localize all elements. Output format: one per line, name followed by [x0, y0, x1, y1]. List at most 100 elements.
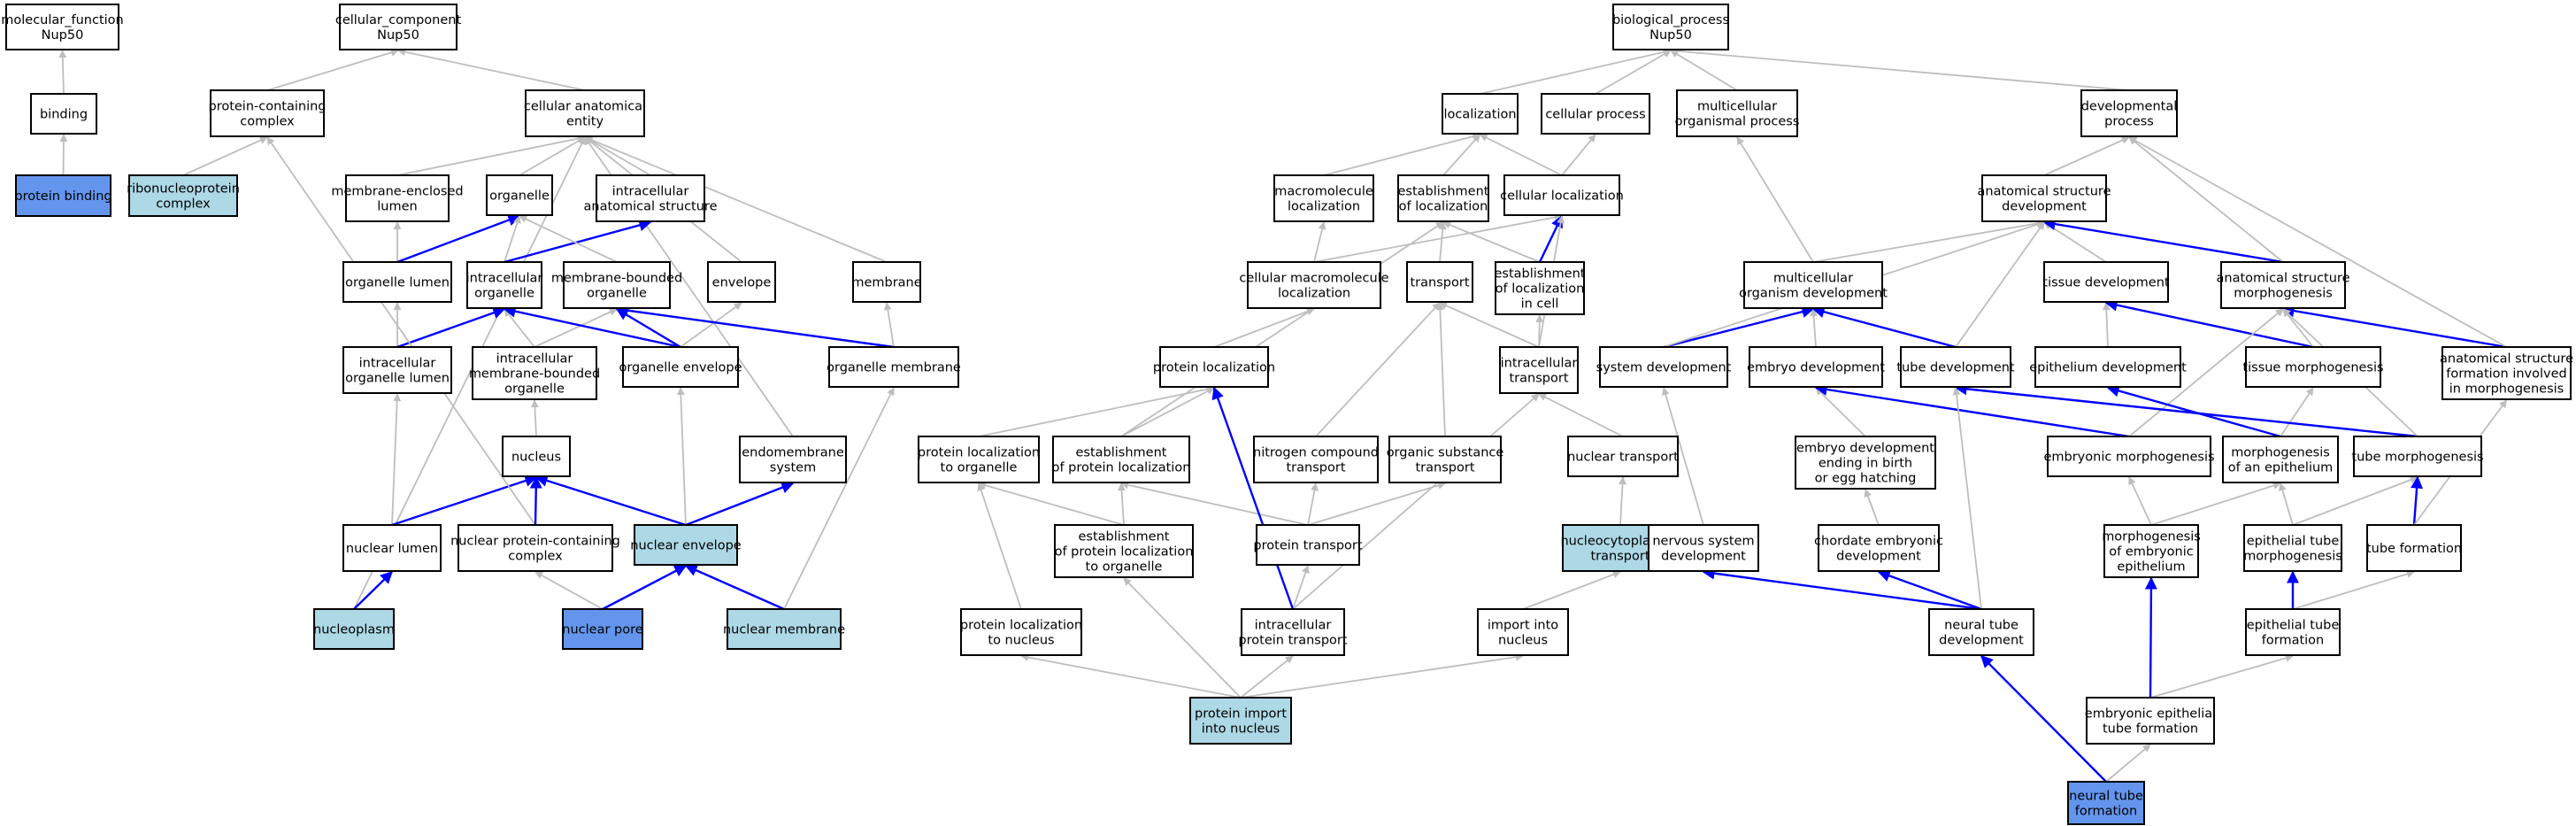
node-system-development[interactable]: system development	[1596, 346, 1732, 388]
edge-mel-to-cae	[396, 135, 586, 176]
node-organelle-lumen[interactable]: organelle lumen	[342, 261, 452, 303]
node-protein-localization[interactable]: protein localization	[1153, 346, 1275, 388]
node-nuclear-pore[interactable]: nuclear pore	[562, 608, 643, 650]
node-envelope[interactable]: envelope	[707, 261, 776, 303]
node-tissue-morphogenesis[interactable]: tissue morphogenesis	[2242, 346, 2384, 388]
node-nuclear-lumen[interactable]: nuclear lumen	[342, 524, 442, 572]
node-tube-development[interactable]: tube development	[1896, 346, 2015, 388]
edge-nmem-to-omem	[783, 387, 895, 610]
node-binding[interactable]: binding	[30, 93, 97, 135]
node-label: organelle lumen	[345, 276, 450, 290]
node-embryo-development[interactable]: embryo development	[1747, 346, 1885, 388]
node-organelle-membrane[interactable]: organelle membrane	[827, 346, 961, 388]
node-tissue-development[interactable]: tissue development	[2042, 261, 2170, 303]
node-label: cellular_component	[335, 13, 462, 27]
node-cellular-localization[interactable]: cellular localization	[1500, 174, 1624, 216]
node-label: membrane-bounded	[469, 367, 600, 382]
node-label: tube formation	[2366, 542, 2462, 556]
node-box	[2047, 436, 2211, 477]
node-organelle[interactable]: organelle	[486, 174, 553, 216]
node-cellular-process[interactable]: cellular process	[1541, 93, 1650, 135]
node-box	[2243, 524, 2342, 572]
edge-ced-to-edbirth	[1864, 489, 1880, 526]
node-protein-binding[interactable]: protein binding	[14, 174, 112, 217]
node-membrane[interactable]: membrane	[851, 261, 922, 303]
edge-ptrans-to-ost	[1307, 482, 1446, 526]
node-embryonic-morphogenesis[interactable]: embryonic morphogenesis	[2043, 436, 2215, 477]
node-nuclear-envelope[interactable]: nuclear envelope	[630, 524, 742, 566]
edge-eetf-to-moee	[2144, 576, 2157, 699]
node-label: membrane-bounded	[551, 272, 682, 286]
node-label: of localization	[1399, 200, 1488, 214]
node-box	[596, 174, 705, 222]
node-nuclear-transport[interactable]: nuclear transport	[1567, 436, 1679, 477]
node-nucleoplasm[interactable]: nucleoplasm	[313, 608, 395, 650]
node-box	[2103, 524, 2199, 578]
node-nuclear-membrane[interactable]: nuclear membrane	[723, 608, 845, 650]
node-box	[563, 261, 671, 309]
node-nucleus[interactable]: nucleus	[502, 436, 571, 477]
edge-layer	[58, 47, 2508, 783]
node-epithelium-development[interactable]: epithelium development	[2029, 346, 2187, 388]
node-protein-transport[interactable]: protein transport	[1253, 524, 1363, 566]
edge-pin-to-iin	[1240, 652, 1524, 699]
node-box	[562, 608, 643, 650]
node-box	[1541, 93, 1650, 135]
edge-asm-to-asd	[2042, 218, 2284, 264]
node-tube-formation[interactable]: tube formation	[2366, 524, 2462, 572]
node-organelle-envelope[interactable]: organelle envelope	[619, 346, 742, 388]
node-localization[interactable]: localization	[1442, 93, 1519, 135]
node-label: cellular process	[1545, 108, 1645, 122]
node-tube-morphogenesis[interactable]: tube morphogenesis	[2351, 436, 2484, 477]
edge-ipt-to-itrans	[1292, 393, 1540, 610]
node-label: tube development	[1896, 361, 2015, 375]
node-box	[2043, 261, 2169, 303]
node-transport[interactable]: transport	[1406, 261, 1473, 303]
edge-ipt-to-ploc	[1211, 386, 1295, 610]
